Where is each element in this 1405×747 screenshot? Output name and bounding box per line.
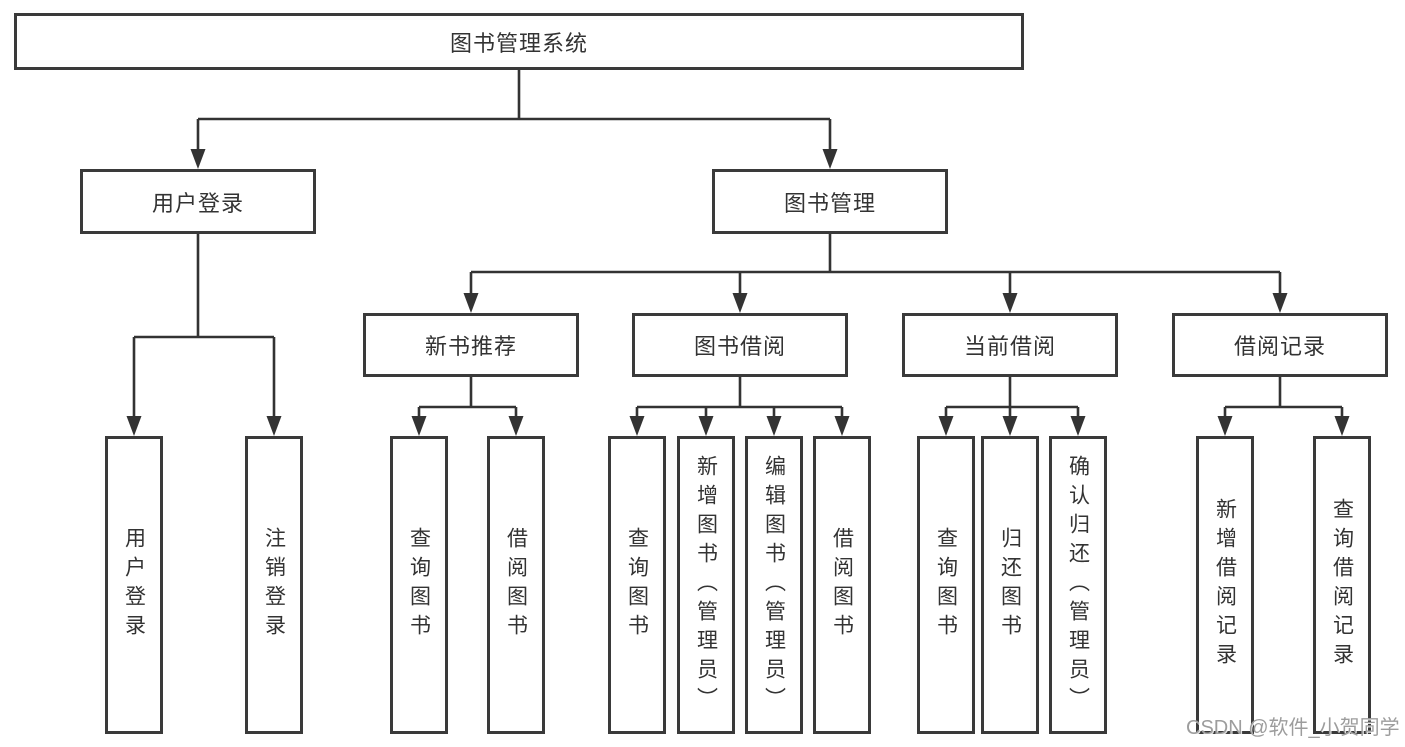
arrow-down-icon [508, 416, 524, 436]
connector-new-book-recommendation-to-children [417, 377, 518, 420]
node-label: 图书管理 [783, 190, 876, 216]
node-label: 当前借阅 [963, 334, 1056, 359]
node-return-books: 归还图书 [981, 436, 1039, 734]
arrow-down-icon [1217, 416, 1233, 436]
node-query-books-2: 查询图书 [608, 436, 666, 734]
arrow-down-icon [1334, 416, 1350, 436]
node-borrow-books-2: 借阅图书 [813, 436, 871, 734]
node-label: 借阅图书 [830, 527, 854, 643]
connector-root-to-level2 [196, 70, 832, 152]
node-label: 用户登录 [122, 527, 146, 643]
arrow-down-icon [1002, 416, 1018, 436]
node-label: 新增借阅记录 [1213, 498, 1237, 672]
node-edit-books-admin: 编辑图书（管理员） [745, 436, 803, 734]
node-label: 图书管理系统 [449, 30, 588, 56]
node-new-book-recommendation: 新书推荐 [363, 313, 579, 377]
arrow-down-icon [938, 416, 954, 436]
node-label: 查询图书 [934, 527, 958, 643]
arrow-down-icon [629, 416, 645, 436]
node-borrow-books-1: 借阅图书 [487, 436, 545, 734]
node-current-borrowing: 当前借阅 [902, 313, 1118, 377]
arrowhead-icons [126, 149, 1350, 436]
arrow-down-icon [732, 293, 748, 313]
connector-book-management-to-level3 [469, 234, 1282, 296]
node-label: 新书推荐 [424, 334, 517, 359]
arrow-down-icon [822, 149, 838, 169]
node-label: 查询图书 [625, 527, 649, 643]
node-book-management: 图书管理 [712, 169, 948, 234]
node-query-borrowing-record: 查询借阅记录 [1313, 436, 1371, 734]
node-query-books-1: 查询图书 [390, 436, 448, 734]
connector-current-borrowing-to-children [944, 377, 1080, 420]
node-label: 注销登录 [262, 527, 286, 643]
node-user-login-group: 用户登录 [80, 169, 316, 234]
arrow-down-icon [1070, 416, 1086, 436]
node-user-login-action: 用户登录 [105, 436, 163, 734]
node-add-borrowing-record: 新增借阅记录 [1196, 436, 1254, 734]
node-logout: 注销登录 [245, 436, 303, 734]
arrow-down-icon [698, 416, 714, 436]
node-label: 新增图书（管理员） [694, 454, 718, 716]
node-label: 查询图书 [407, 527, 431, 643]
node-label: 编辑图书（管理员） [762, 454, 786, 716]
node-confirm-return-admin: 确认归还（管理员） [1049, 436, 1107, 734]
arrow-down-icon [1002, 293, 1018, 313]
node-label: 借阅图书 [504, 527, 528, 643]
node-label: 归还图书 [998, 527, 1022, 643]
node-add-books-admin: 新增图书（管理员） [677, 436, 735, 734]
connector-user-login-to-children [132, 234, 276, 420]
node-query-books-3: 查询图书 [917, 436, 975, 734]
arrow-down-icon [126, 416, 142, 436]
connector-book-borrowing-to-children [635, 377, 844, 420]
arrow-down-icon [834, 416, 850, 436]
node-label: 图书借阅 [693, 334, 786, 359]
node-borrowing-records: 借阅记录 [1172, 313, 1388, 377]
watermark: CSDN @软件_小贺同学 [1186, 717, 1400, 739]
node-label: 查询借阅记录 [1330, 498, 1354, 672]
node-label: 用户登录 [151, 190, 244, 216]
arrow-down-icon [766, 416, 782, 436]
arrow-down-icon [1272, 293, 1288, 313]
arrow-down-icon [266, 416, 282, 436]
node-label: 确认归还（管理员） [1066, 454, 1090, 716]
node-label: 借阅记录 [1233, 334, 1326, 359]
node-book-management-system: 图书管理系统 [14, 13, 1024, 70]
arrow-down-icon [463, 293, 479, 313]
arrow-down-icon [411, 416, 427, 436]
node-book-borrowing: 图书借阅 [632, 313, 848, 377]
connector-borrowing-records-to-children [1223, 377, 1344, 420]
arrow-down-icon [190, 149, 206, 169]
